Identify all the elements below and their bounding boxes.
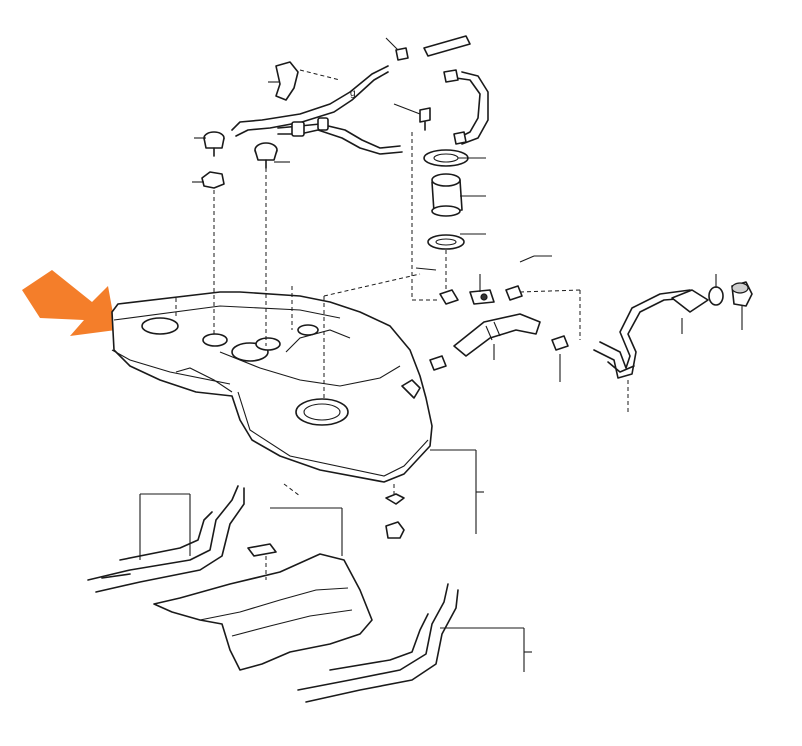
hose-joint [469, 289, 495, 305]
cushion-pad [247, 543, 277, 557]
sender-gasket-top [423, 149, 469, 167]
leader-lines [139, 37, 743, 672]
hose-clamp-4 [551, 335, 569, 351]
highlight-arrow [22, 270, 116, 336]
check-valve-2 [254, 142, 278, 169]
fuel-tank [111, 291, 433, 483]
drain-plug [385, 521, 405, 539]
bolt [419, 107, 431, 131]
check-valve-1 [203, 131, 225, 157]
tank-band-left [87, 485, 245, 593]
filler-hose [453, 313, 541, 357]
hose-small [423, 35, 471, 57]
vent-hose [443, 69, 489, 145]
fuel-pump-sender [431, 173, 463, 217]
breather-pipe [231, 65, 403, 155]
drain-washer [385, 493, 405, 505]
callout-label: g [350, 88, 356, 99]
tank-band-right [297, 583, 459, 703]
filler-pipe [593, 289, 709, 379]
grommet-clip [201, 171, 225, 189]
sender-gasket-bottom [427, 234, 465, 250]
hose-clamp-2 [505, 285, 523, 301]
pipe-bracket [268, 61, 299, 101]
tank-protector [153, 553, 373, 671]
assembly-guide-lines [175, 69, 629, 580]
clip-top [395, 47, 409, 61]
fuel-cap [731, 281, 753, 307]
hose-clamp-3 [429, 355, 447, 371]
filler-gasket [708, 286, 724, 306]
hose-clamp-1 [439, 289, 459, 305]
